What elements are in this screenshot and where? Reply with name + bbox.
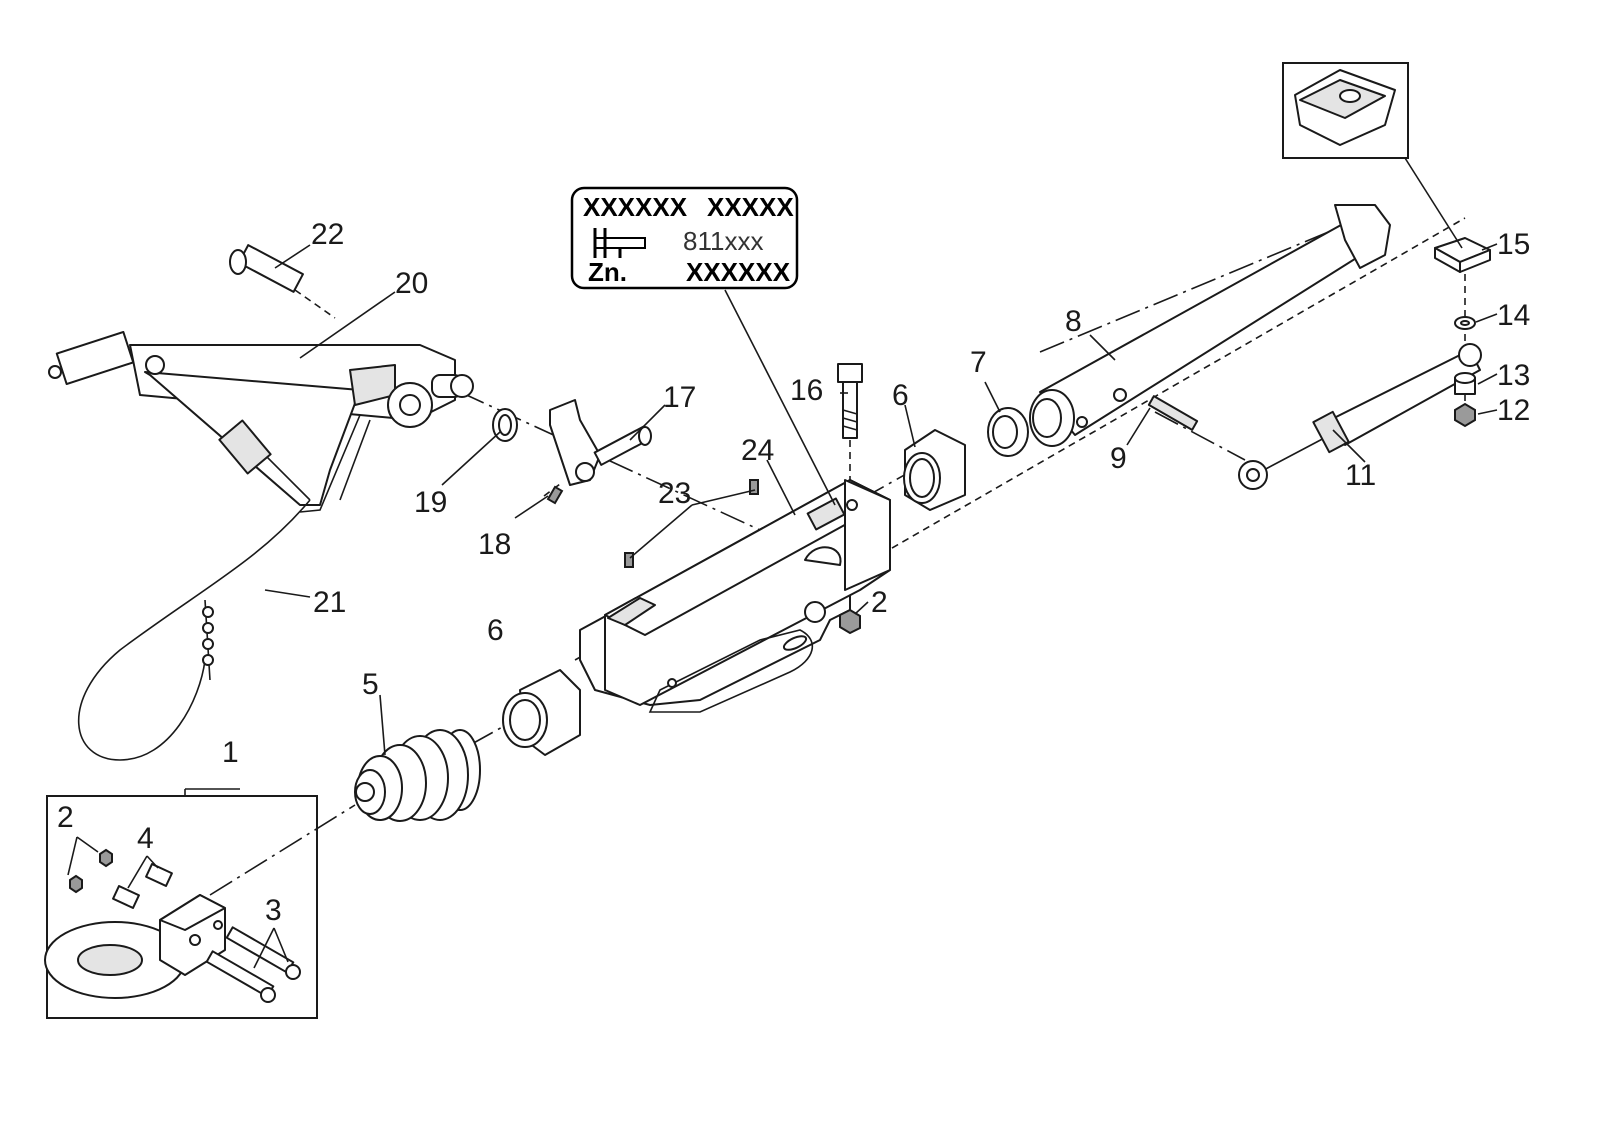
tow-hitch-symbol-icon — [593, 228, 646, 258]
nameplate-row1-left: XXXXXX — [583, 192, 688, 222]
callout-20: 20 — [395, 267, 428, 300]
callout-5: 5 — [362, 668, 379, 701]
screw-18 — [546, 485, 564, 505]
leader-lines — [67, 243, 1498, 969]
grease-nipple-23 — [624, 479, 759, 568]
nameplate-label: XXXXXX XXXXX 811xxx Zn. XXXXXX — [570, 186, 799, 290]
nut-2 — [839, 608, 861, 635]
coupling-housing-24 — [579, 479, 891, 713]
callout-numbers: 1 2 2 3 4 5 6 6 7 8 9 11 12 13 14 15 16 … — [57, 218, 1530, 927]
pin-9 — [1147, 395, 1199, 431]
callout-11: 11 — [1345, 459, 1376, 492]
callout-16: 16 — [790, 374, 823, 407]
callout-2-inset: 2 — [57, 801, 74, 834]
hardware-stack-12-15 — [1434, 237, 1491, 428]
callout-17: 17 — [663, 381, 696, 414]
lever-17 — [549, 399, 652, 486]
handbrake-lever — [48, 330, 474, 513]
callout-24: 24 — [741, 434, 774, 467]
bellows-boot-5 — [354, 729, 481, 822]
breakaway-cable — [77, 499, 311, 761]
callout-8: 8 — [1065, 305, 1082, 338]
bushing-6-rear — [903, 429, 966, 511]
callout-9: 9 — [1110, 442, 1127, 475]
nameplate-row3-right: XXXXXX — [686, 257, 791, 287]
nameplate-row3-left: Zn. — [588, 257, 627, 287]
bolt-16 — [837, 363, 863, 439]
callout-23: 23 — [658, 477, 691, 510]
ring-7 — [987, 407, 1029, 457]
callout-7: 7 — [970, 346, 987, 379]
drawbar-eye-kit-1 — [44, 788, 318, 1019]
callout-21: 21 — [313, 586, 346, 619]
callout-18: 18 — [478, 528, 511, 561]
callout-6-rear: 6 — [892, 379, 909, 412]
callout-6-front: 6 — [487, 614, 504, 647]
tube-8 — [1029, 204, 1391, 447]
callout-15: 15 — [1497, 228, 1530, 261]
shock-absorber-11 — [1238, 343, 1482, 490]
bolt-22 — [229, 244, 304, 293]
callout-13: 13 — [1497, 359, 1530, 392]
callout-19: 19 — [414, 486, 447, 519]
callout-22: 22 — [311, 218, 344, 251]
callout-12: 12 — [1497, 394, 1530, 427]
nameplate-row2-right: 811xxx — [683, 226, 763, 256]
callout-4: 4 — [137, 822, 154, 855]
washer-19 — [492, 408, 518, 442]
callout-14: 14 — [1497, 299, 1530, 332]
callout-3: 3 — [265, 894, 282, 927]
bushing-6-front — [502, 669, 581, 756]
nameplate-row1-right: XXXXX — [707, 192, 794, 222]
detail-inset-15 — [1282, 62, 1463, 249]
callout-1: 1 — [222, 736, 239, 769]
callout-2: 2 — [871, 586, 888, 619]
